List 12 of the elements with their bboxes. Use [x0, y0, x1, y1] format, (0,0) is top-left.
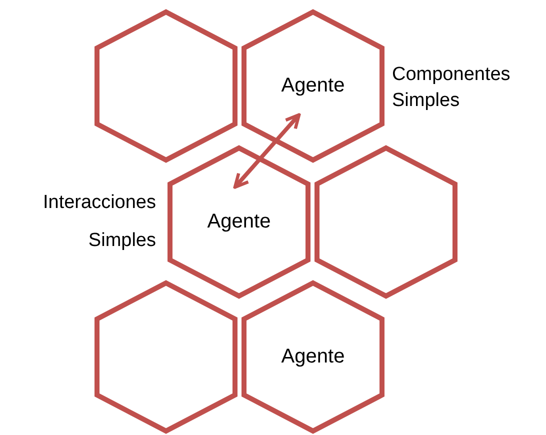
annotation-text: Componentes Simples: [392, 63, 512, 113]
agent-label: Agente: [281, 346, 345, 368]
hexagon-cell: [242, 10, 384, 162]
agent-label: Agente: [281, 74, 345, 98]
hexagon-cell: [168, 146, 310, 298]
annotation-text: Interacciones Simples: [42, 191, 156, 253]
hexagon-cell: [95, 10, 237, 162]
hexagon-cell: [95, 281, 237, 433]
double-arrow: [233, 113, 301, 189]
agent-label: Agente: [207, 210, 271, 234]
hexagon-cell: [315, 146, 457, 298]
hexagon-cell: [242, 281, 384, 433]
